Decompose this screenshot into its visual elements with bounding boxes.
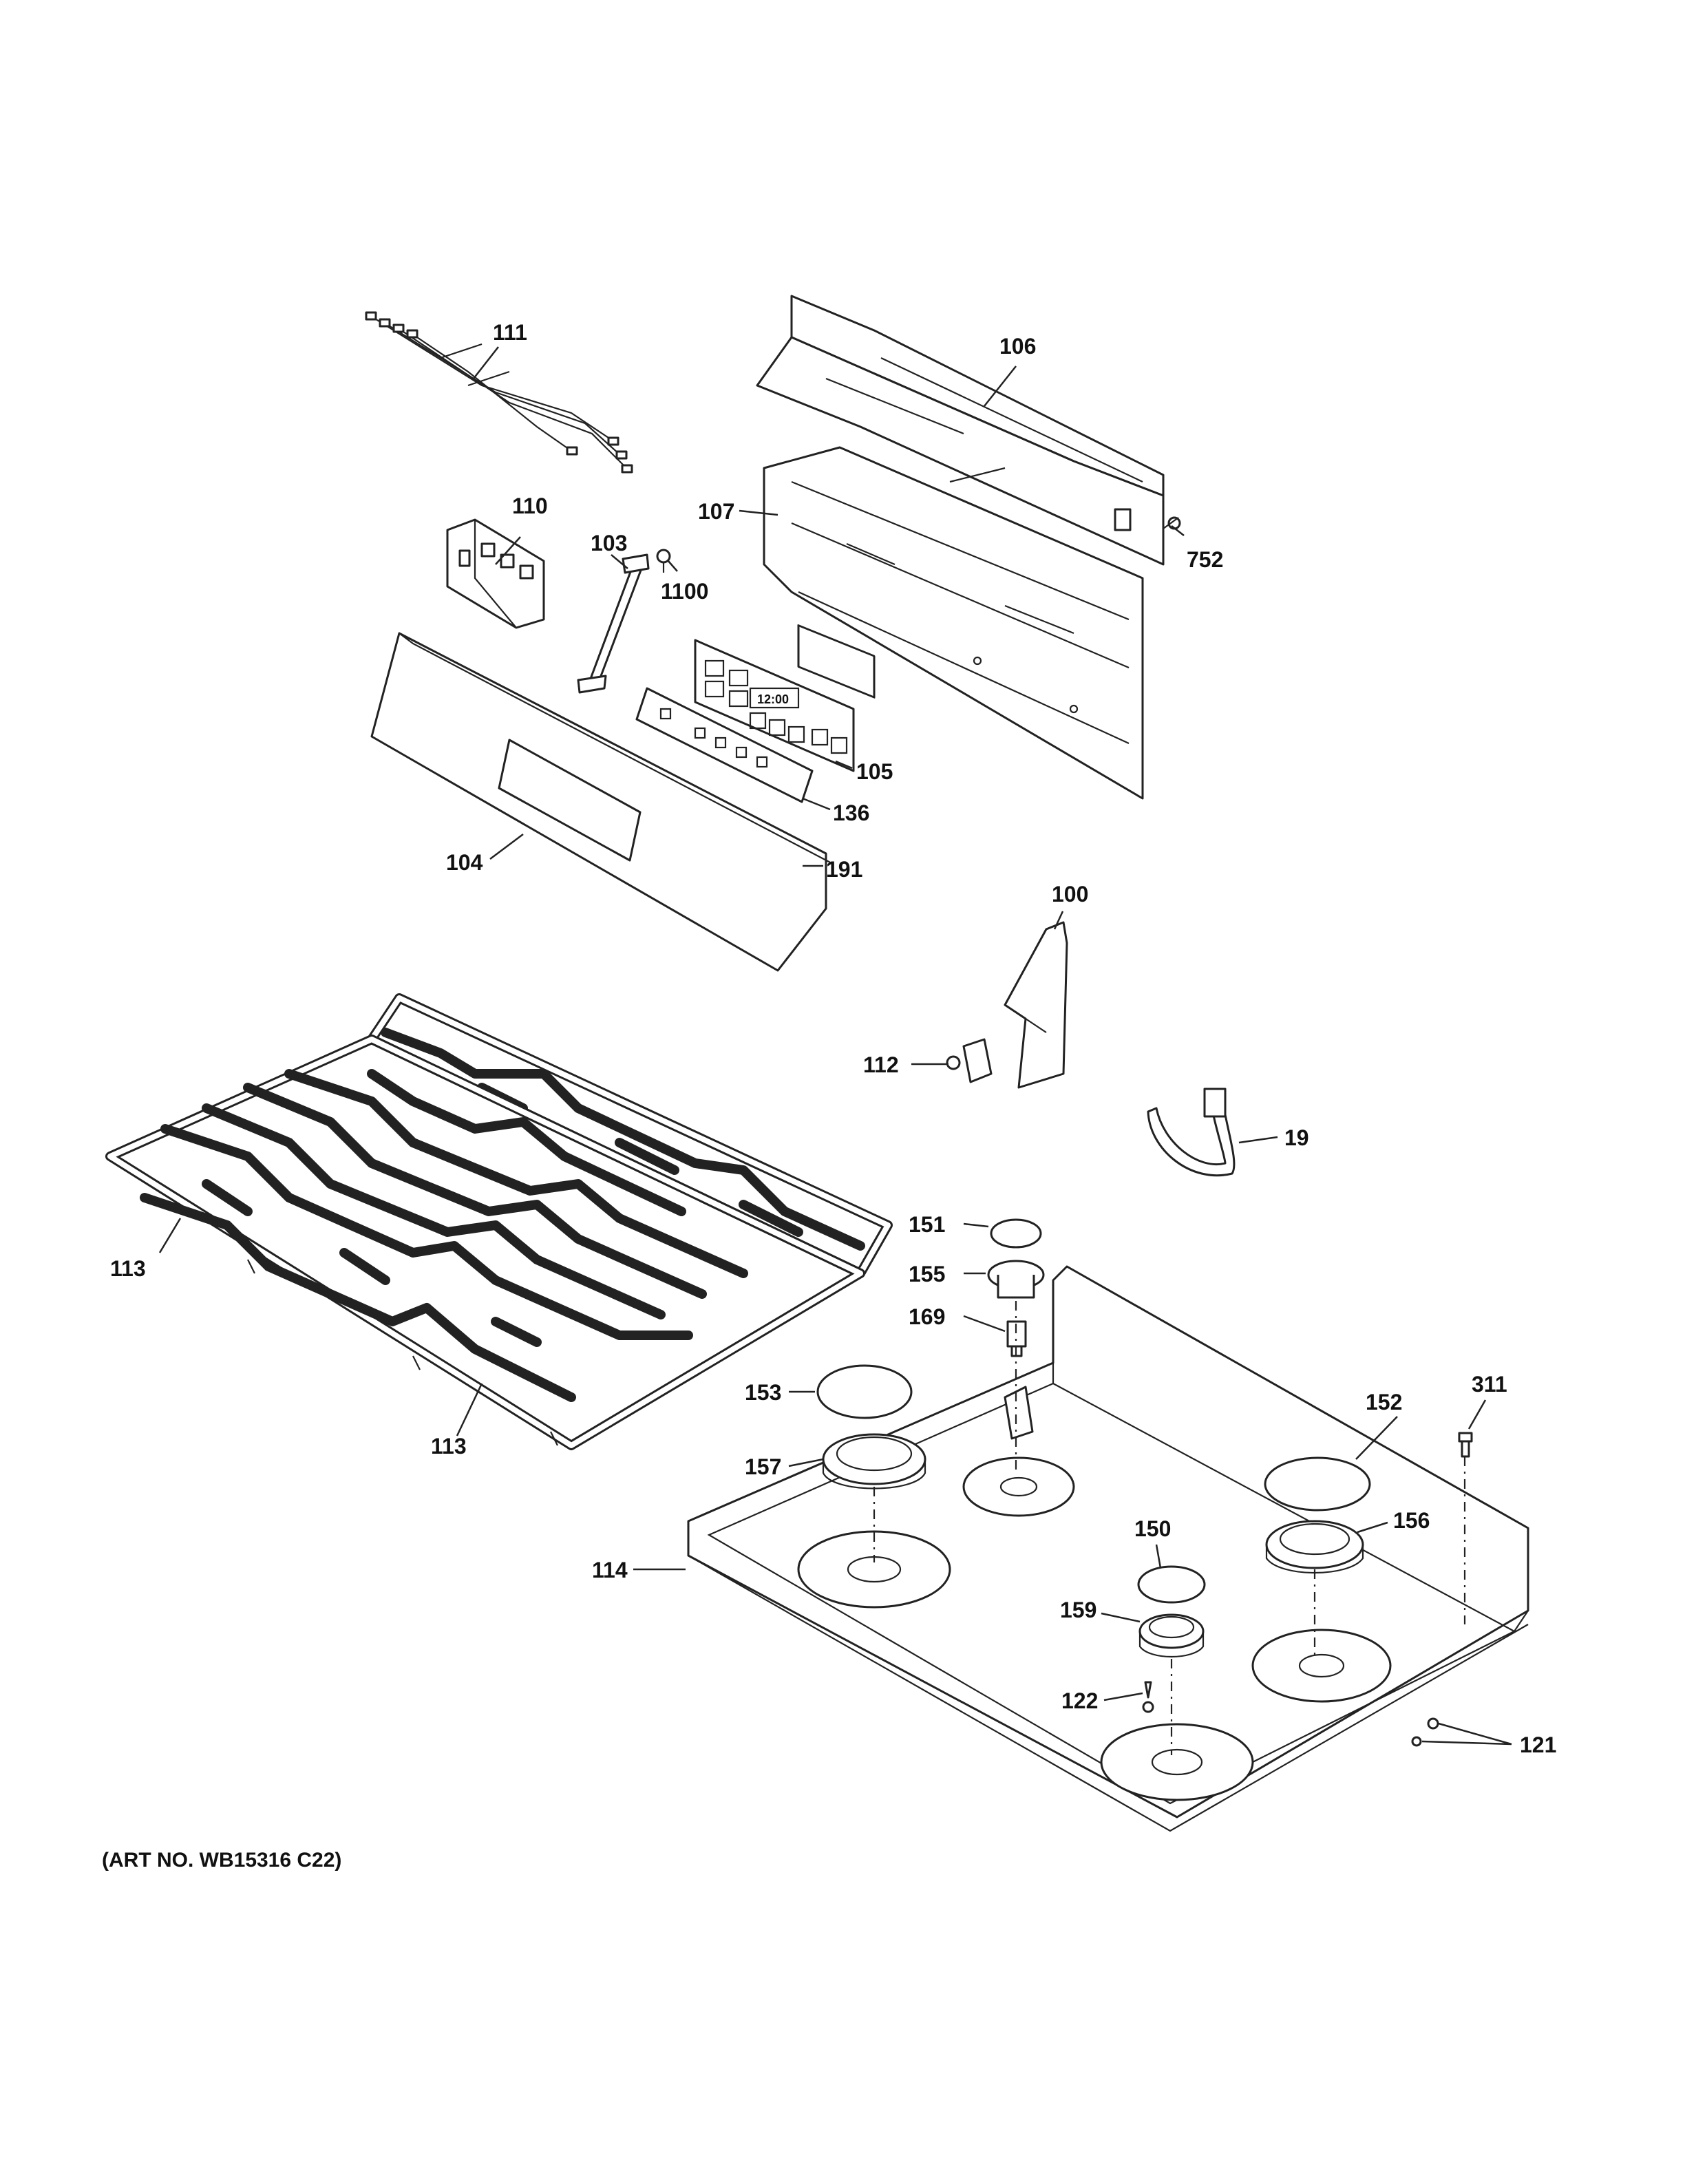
callout-121: 121 (1520, 1732, 1556, 1757)
burner-head-156 (1265, 1520, 1364, 1573)
burner-head-159 (1138, 1613, 1205, 1657)
callout-752: 752 (1187, 547, 1223, 572)
callout-159: 159 (1060, 1598, 1096, 1622)
burner-cap-151 (990, 1218, 1042, 1249)
callout-157: 157 (745, 1454, 781, 1479)
callout-151: 151 (909, 1212, 945, 1237)
screw-1100 (656, 549, 671, 573)
callout-152: 152 (1366, 1390, 1402, 1414)
control-board-105: 12:00 (694, 639, 855, 772)
screw-121 (1411, 1717, 1439, 1747)
burner-cap-152 (1264, 1456, 1371, 1512)
screw-122 (1142, 1681, 1154, 1713)
relay-board-110 (446, 518, 545, 629)
burner-head-155 (987, 1260, 1045, 1299)
screw-752 (1163, 516, 1181, 530)
callout-112: 112 (863, 1052, 899, 1077)
cable-strap-19 (1147, 1088, 1236, 1177)
cooktop-114 (687, 1265, 1529, 1832)
valve-112 (946, 1038, 993, 1083)
bracket-103 (577, 553, 650, 694)
burner-cap-150 (1137, 1565, 1206, 1604)
rear-panel-107 (763, 446, 1144, 800)
callout-103: 103 (591, 531, 627, 555)
callout-19: 19 (1284, 1125, 1309, 1150)
callout-191: 191 (826, 857, 862, 882)
callout-104: 104 (446, 850, 483, 875)
callout-156: 156 (1393, 1508, 1430, 1533)
grate-113-front (105, 1035, 865, 1450)
display-readout: 12:00 (757, 692, 789, 706)
rear-panel-106 (756, 295, 1165, 699)
burner-cap-153 (816, 1364, 913, 1419)
callout-169: 169 (909, 1304, 945, 1329)
callout-111: 111 (493, 320, 527, 345)
screw-311 (1458, 1432, 1473, 1458)
side-bracket-100 (1004, 921, 1068, 1089)
control-panel-104 (370, 632, 834, 972)
callout-100: 100 (1052, 882, 1088, 907)
callout-311: 311 (1472, 1372, 1507, 1397)
touch-overlay-136 (635, 687, 814, 803)
callout-105: 105 (856, 759, 893, 784)
callout-1100: 1100 (661, 579, 708, 604)
callout-113-front: 113 (431, 1434, 467, 1459)
art-number: (ART NO. WB15316 C22) (102, 1849, 341, 1872)
wire-harness-111 (365, 311, 633, 474)
callout-110: 110 (512, 494, 548, 518)
callout-114: 114 (592, 1558, 628, 1582)
callout-136: 136 (833, 801, 869, 825)
callout-153: 153 (745, 1380, 781, 1405)
callout-107: 107 (698, 499, 734, 524)
callout-155: 155 (909, 1262, 945, 1286)
callout-150: 150 (1134, 1516, 1171, 1541)
callout-113-rear: 113 (110, 1256, 146, 1281)
callout-122: 122 (1061, 1688, 1098, 1713)
callout-106: 106 (999, 334, 1036, 359)
